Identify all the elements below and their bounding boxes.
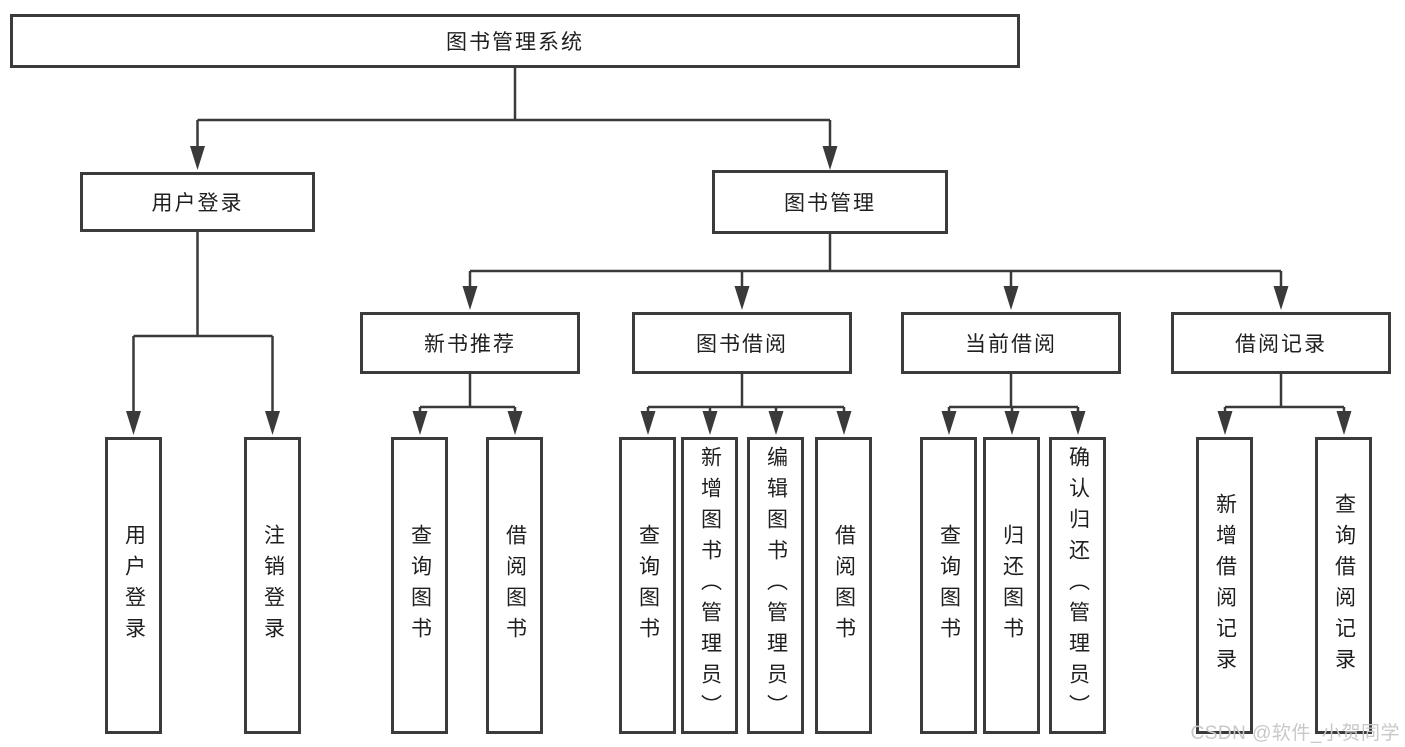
leaf-confirm-return-admin: 确认归还（管理员） <box>1049 437 1106 734</box>
node-current-borrowing-label: 当前借阅 <box>965 333 1057 356</box>
leaf-query-borrow-record: 查询借阅记录 <box>1315 437 1372 734</box>
node-book-management-label: 图书管理 <box>784 192 876 215</box>
leaf-add-books-admin: 新增图书（管理员） <box>681 437 738 734</box>
node-borrowing-records: 借阅记录 <box>1171 312 1391 374</box>
leaf-user-login-label: 用户登录 <box>122 523 146 648</box>
leaf-borrow-books-borrowing: 借阅图书 <box>815 437 872 734</box>
leaf-query-books-borrowing: 查询图书 <box>619 437 676 734</box>
leaf-return-books: 归还图书 <box>983 437 1040 734</box>
node-book-management: 图书管理 <box>712 170 948 234</box>
leaf-add-borrow-record: 新增借阅记录 <box>1196 437 1253 734</box>
leaf-borrow-books-recommend: 借阅图书 <box>486 437 543 734</box>
leaf-query-books-current: 查询图书 <box>920 437 977 734</box>
leaf-edit-books-admin-label: 编辑图书（管理员） <box>764 446 788 725</box>
leaf-borrow-books-borrowing-label: 借阅图书 <box>832 523 856 648</box>
leaf-logout-login: 注销登录 <box>244 437 301 734</box>
leaf-logout-login-label: 注销登录 <box>261 523 285 648</box>
node-current-borrowing: 当前借阅 <box>901 312 1121 374</box>
leaf-query-borrow-record-label: 查询借阅记录 <box>1332 492 1356 679</box>
leaf-query-books-recommend: 查询图书 <box>391 437 448 734</box>
node-user-login: 用户登录 <box>80 172 315 232</box>
node-borrowing-records-label: 借阅记录 <box>1235 333 1327 356</box>
node-book-borrowing: 图书借阅 <box>632 312 852 374</box>
leaf-query-books-current-label: 查询图书 <box>937 523 961 648</box>
leaf-return-books-label: 归还图书 <box>1000 523 1024 648</box>
csdn-watermark: CSDN @软件_小贺同学 <box>1190 723 1400 744</box>
leaf-edit-books-admin: 编辑图书（管理员） <box>747 437 804 734</box>
leaf-query-books-recommend-label: 查询图书 <box>408 523 432 648</box>
leaf-add-borrow-record-label: 新增借阅记录 <box>1213 492 1237 679</box>
leaf-query-books-borrowing-label: 查询图书 <box>636 523 660 648</box>
leaf-add-books-admin-label: 新增图书（管理员） <box>698 446 722 725</box>
node-root-label: 图书管理系统 <box>446 31 584 54</box>
leaf-borrow-books-recommend-label: 借阅图书 <box>503 523 527 648</box>
node-book-borrowing-label: 图书借阅 <box>696 333 788 356</box>
leaf-user-login: 用户登录 <box>105 437 162 734</box>
leaf-confirm-return-admin-label: 确认归还（管理员） <box>1066 446 1090 725</box>
node-user-login-label: 用户登录 <box>151 192 244 215</box>
node-new-book-recommend: 新书推荐 <box>360 312 580 374</box>
node-root: 图书管理系统 <box>10 14 1020 68</box>
node-new-book-recommend-label: 新书推荐 <box>424 333 516 356</box>
